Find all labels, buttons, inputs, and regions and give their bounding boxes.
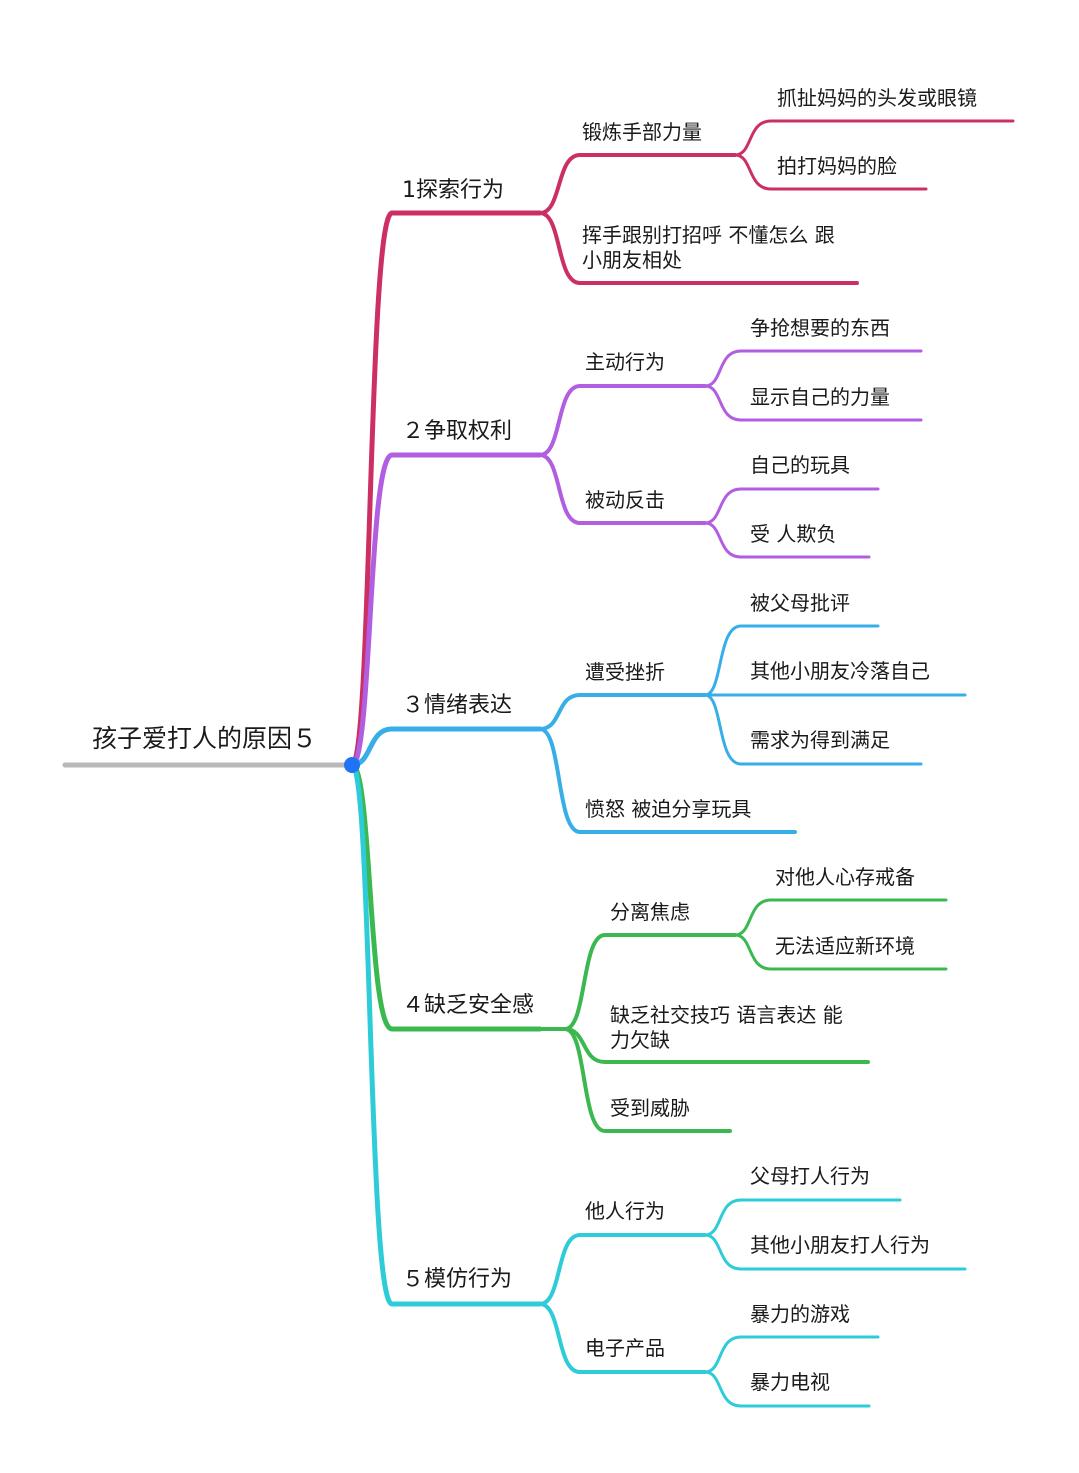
branch-2-line bbox=[349, 452, 543, 768]
root-label: 孩子爱打人的原因５ bbox=[92, 724, 318, 753]
branch-3-label: ３情绪表达 bbox=[402, 693, 513, 718]
node-connector-6 bbox=[538, 727, 797, 834]
leaf-1-1-2-label: 拍打妈妈的脸 bbox=[777, 154, 897, 178]
leaf-connector-6 bbox=[703, 521, 871, 559]
leaf-connector-7 bbox=[703, 624, 880, 697]
leaf-connector-2 bbox=[733, 153, 928, 191]
node-5-1-label: 他人行为 bbox=[585, 1199, 665, 1223]
leaf-connector-9 bbox=[703, 693, 923, 766]
node-1-1-label: 锻炼手部力量 bbox=[582, 120, 702, 144]
node-1-2-label: 挥手跟别打招呼 不懂怎么 跟小朋友相处 bbox=[582, 223, 835, 272]
leaf-3-1-2-label: 其他小朋友冷落自己 bbox=[750, 659, 930, 683]
branch-4-label: ４缺乏安全感 bbox=[402, 993, 535, 1018]
leaf-2-1-2-label: 显示自己的力量 bbox=[750, 385, 890, 409]
leaf-2-2-1-label: 自己的玩具 bbox=[750, 453, 850, 477]
node-connector-4 bbox=[538, 453, 707, 525]
leaf-connector-15 bbox=[703, 1370, 871, 1408]
leaf-connector-10 bbox=[733, 898, 948, 937]
leaf-2-1-1-label: 争抢想要的东西 bbox=[750, 316, 890, 340]
node-4-2-label: 缺乏社交技巧 语言表达 能力欠缺 bbox=[610, 1003, 843, 1052]
leaf-3-1-3-label: 需求为得到满足 bbox=[750, 728, 890, 752]
leaf-5-1-1-label: 父母打人行为 bbox=[750, 1164, 870, 1188]
leaf-connector-14 bbox=[703, 1335, 880, 1374]
node-connector-10 bbox=[538, 1233, 707, 1306]
node-3-2-label: 愤怒 被迫分享玩具 bbox=[585, 797, 752, 821]
node-connector-9 bbox=[563, 1027, 732, 1133]
node-2-1-label: 主动行为 bbox=[585, 350, 665, 374]
node-connector-2 bbox=[538, 211, 859, 285]
leaf-2-2-2-label: 受 人欺负 bbox=[750, 522, 837, 546]
leaf-connector-4 bbox=[703, 384, 923, 422]
branch-1-label: 1探索行为 bbox=[402, 178, 504, 203]
node-2-2-label: 被动反击 bbox=[585, 488, 665, 512]
leaf-5-2-2-label: 暴力电视 bbox=[750, 1370, 830, 1394]
node-connector-5 bbox=[538, 693, 707, 731]
leaf-4-1-1-label: 对他人心存戒备 bbox=[775, 865, 915, 889]
leaf-connector-3 bbox=[703, 349, 923, 388]
root-dot bbox=[344, 757, 360, 773]
leaf-connector-5 bbox=[703, 487, 880, 525]
branch-4-line bbox=[349, 762, 543, 1032]
leaf-connector-12 bbox=[703, 1198, 902, 1237]
branch-5-line bbox=[349, 762, 543, 1307]
leaf-5-2-1-label: 暴力的游戏 bbox=[750, 1302, 850, 1326]
leaf-5-1-2-label: 其他小朋友打人行为 bbox=[750, 1233, 930, 1257]
leaf-connector-11 bbox=[733, 933, 948, 971]
leaf-3-1-1-label: 被父母批评 bbox=[750, 591, 850, 615]
node-4-1-label: 分离焦虑 bbox=[610, 900, 690, 924]
branch-2-label: ２争取权利 bbox=[402, 419, 513, 444]
node-connector-11 bbox=[538, 1302, 707, 1374]
node-connector-7 bbox=[563, 933, 737, 1031]
node-4-3-label: 受到威胁 bbox=[610, 1096, 690, 1120]
branch-5-label: ５模仿行为 bbox=[402, 1267, 513, 1292]
leaf-connector-1 bbox=[733, 119, 1015, 157]
leaf-1-1-1-label: 抓扯妈妈的头发或眼镜 bbox=[777, 86, 977, 110]
node-3-1-label: 遭受挫折 bbox=[585, 660, 665, 684]
leaf-connector-13 bbox=[703, 1233, 967, 1271]
node-5-2-label: 电子产品 bbox=[585, 1336, 665, 1360]
node-connector-3 bbox=[538, 384, 707, 457]
node-connector-1 bbox=[538, 153, 737, 215]
branch-3-line bbox=[349, 726, 543, 768]
leaf-4-1-2-label: 无法适应新环境 bbox=[775, 934, 915, 958]
